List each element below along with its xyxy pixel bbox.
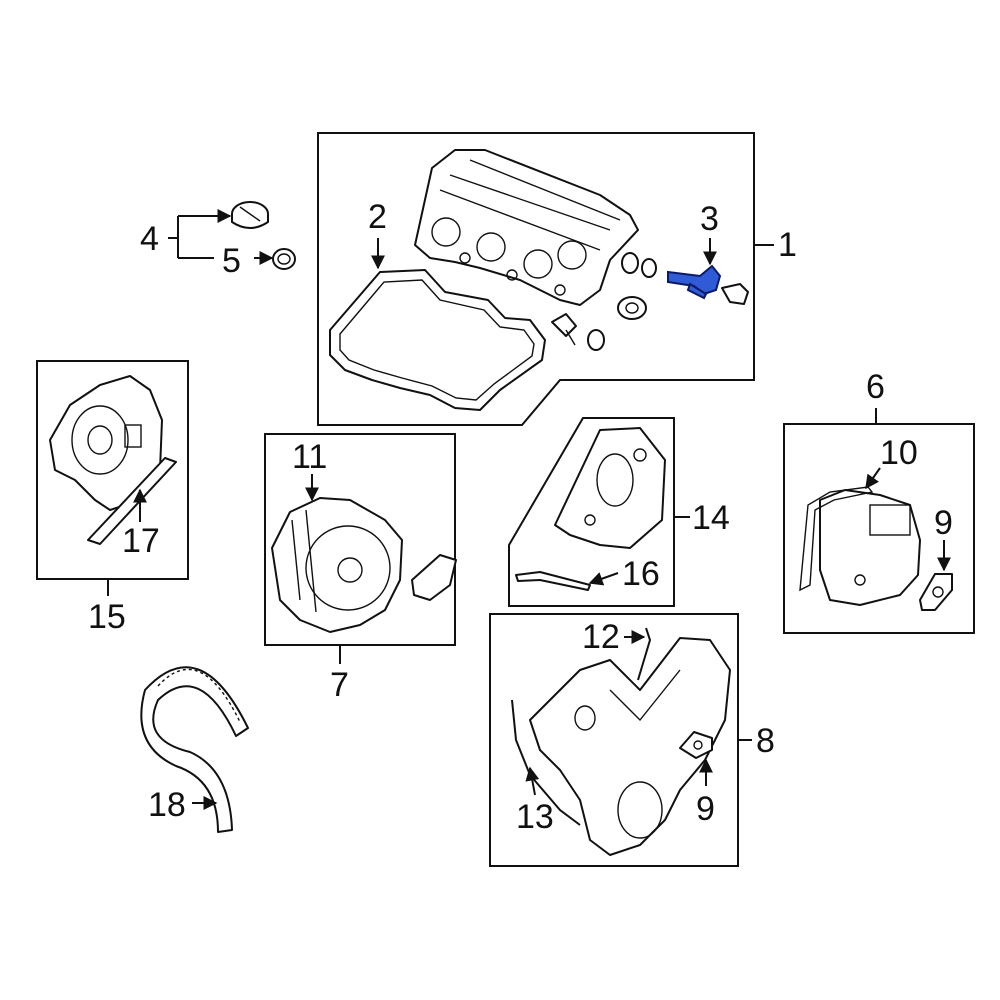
- leader-4-bracket: [168, 216, 179, 258]
- callout-14: 14: [692, 499, 730, 537]
- side-cover: [819, 489, 921, 606]
- callout-4: 4: [140, 220, 159, 258]
- rear-cover-gasket: [87, 457, 177, 545]
- leader-16: [588, 572, 619, 586]
- valve-cover: [414, 149, 639, 306]
- callout-15: 15: [88, 598, 126, 636]
- callout-5: 5: [222, 242, 241, 280]
- callout-6: 6: [866, 368, 885, 406]
- front-timing-cover: [529, 637, 731, 856]
- callout-9a: 9: [934, 504, 953, 542]
- front-cover-seal-12: [637, 627, 652, 681]
- valve-cover-gasket: [329, 269, 546, 411]
- box-6-cover-group: [783, 423, 975, 634]
- callout-1: 1: [778, 226, 797, 264]
- box-14-back-cover-group: [508, 417, 675, 607]
- callout-18: 18: [148, 786, 186, 824]
- callout-8: 8: [756, 722, 775, 760]
- oil-filler-cap: [231, 201, 269, 229]
- water-pump: [271, 497, 403, 633]
- callout-3: 3: [700, 200, 719, 238]
- callout-7: 7: [330, 666, 349, 704]
- callout-10: 10: [880, 434, 918, 472]
- side-cover-gasket: [799, 486, 874, 592]
- callout-16: 16: [622, 555, 660, 593]
- timing-belt: [140, 666, 249, 833]
- water-pump-gasket: [411, 554, 457, 601]
- callout-17: 17: [122, 522, 160, 560]
- callout-13: 13: [516, 798, 554, 836]
- part-3-sensor: [667, 264, 722, 300]
- leader-10: [865, 467, 881, 490]
- middle-cover-gasket: [515, 571, 591, 591]
- callout-12: 12: [582, 618, 620, 656]
- callout-9b: 9: [696, 790, 715, 828]
- box-7-water-pump-group: [264, 433, 456, 646]
- oil-cap-o-ring: [272, 248, 296, 270]
- leader-13: [525, 766, 540, 796]
- box-1-valve-cover-group: [317, 132, 755, 426]
- middle-cover: [554, 427, 666, 549]
- box-15-rear-cover-group: [36, 360, 189, 580]
- cap-9-bottom: [679, 731, 713, 759]
- callout-11: 11: [292, 438, 327, 476]
- seal-rings: [551, 252, 749, 351]
- cap-9-right: [919, 573, 953, 611]
- callout-2: 2: [368, 198, 387, 236]
